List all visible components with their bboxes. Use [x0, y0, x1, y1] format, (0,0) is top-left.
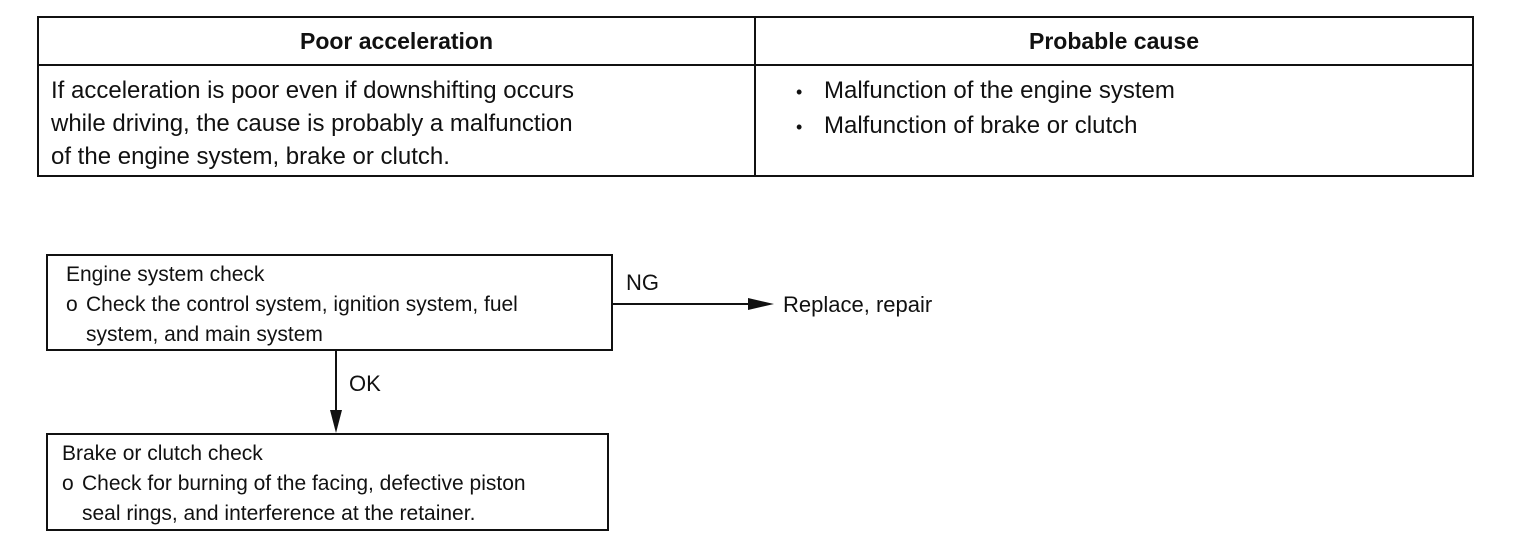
- brake-check-item-continued: seal rings, and interference at the reta…: [62, 499, 607, 529]
- brake-check-line: Check for burning of the facing, defecti…: [82, 472, 526, 495]
- list-item: • Malfunction of the engine system: [796, 74, 1472, 109]
- header-probable-cause: Probable cause: [756, 18, 1472, 66]
- probable-cause-cell: • Malfunction of the engine system • Mal…: [756, 66, 1472, 175]
- engine-check-line: Check the control system, ignition syste…: [86, 293, 518, 316]
- engine-check-item-continued: system, and main system: [66, 320, 611, 350]
- description-line: If acceleration is poor even if downshif…: [51, 77, 574, 104]
- cause-text: Malfunction of brake or clutch: [824, 112, 1138, 139]
- description-line: of the engine system, brake or clutch.: [51, 143, 450, 170]
- ng-arrowhead-icon: [748, 298, 774, 310]
- cause-list: • Malfunction of the engine system • Mal…: [796, 74, 1472, 144]
- engine-system-check-box: Engine system check o Check the control …: [46, 254, 613, 351]
- trouble-table: Poor acceleration Probable cause If acce…: [37, 16, 1474, 177]
- brake-check-item: o Check for burning of the facing, defec…: [62, 469, 607, 499]
- bullet-icon: •: [796, 82, 803, 102]
- ng-label: NG: [626, 270, 659, 295]
- ok-arrowhead-icon: [330, 410, 342, 433]
- item-marker: o: [66, 293, 78, 316]
- description-line: while driving, the cause is probably a m…: [51, 110, 573, 137]
- list-item: • Malfunction of brake or clutch: [796, 109, 1472, 144]
- cause-text: Malfunction of the engine system: [824, 77, 1175, 104]
- engine-check-line: system, and main system: [86, 323, 323, 346]
- replace-repair-result: Replace, repair: [783, 292, 933, 317]
- brake-check-line: seal rings, and interference at the reta…: [82, 502, 476, 525]
- header-poor-acceleration: Poor acceleration: [39, 18, 756, 66]
- item-marker: o: [62, 472, 74, 495]
- brake-clutch-check-box: Brake or clutch check o Check for burnin…: [46, 433, 609, 531]
- brake-check-title: Brake or clutch check: [62, 442, 263, 465]
- ok-label: OK: [349, 371, 381, 396]
- condition-description: If acceleration is poor even if downshif…: [39, 66, 756, 175]
- bullet-icon: •: [796, 117, 803, 137]
- engine-check-title: Engine system check: [66, 263, 265, 286]
- engine-check-item: o Check the control system, ignition sys…: [66, 290, 611, 320]
